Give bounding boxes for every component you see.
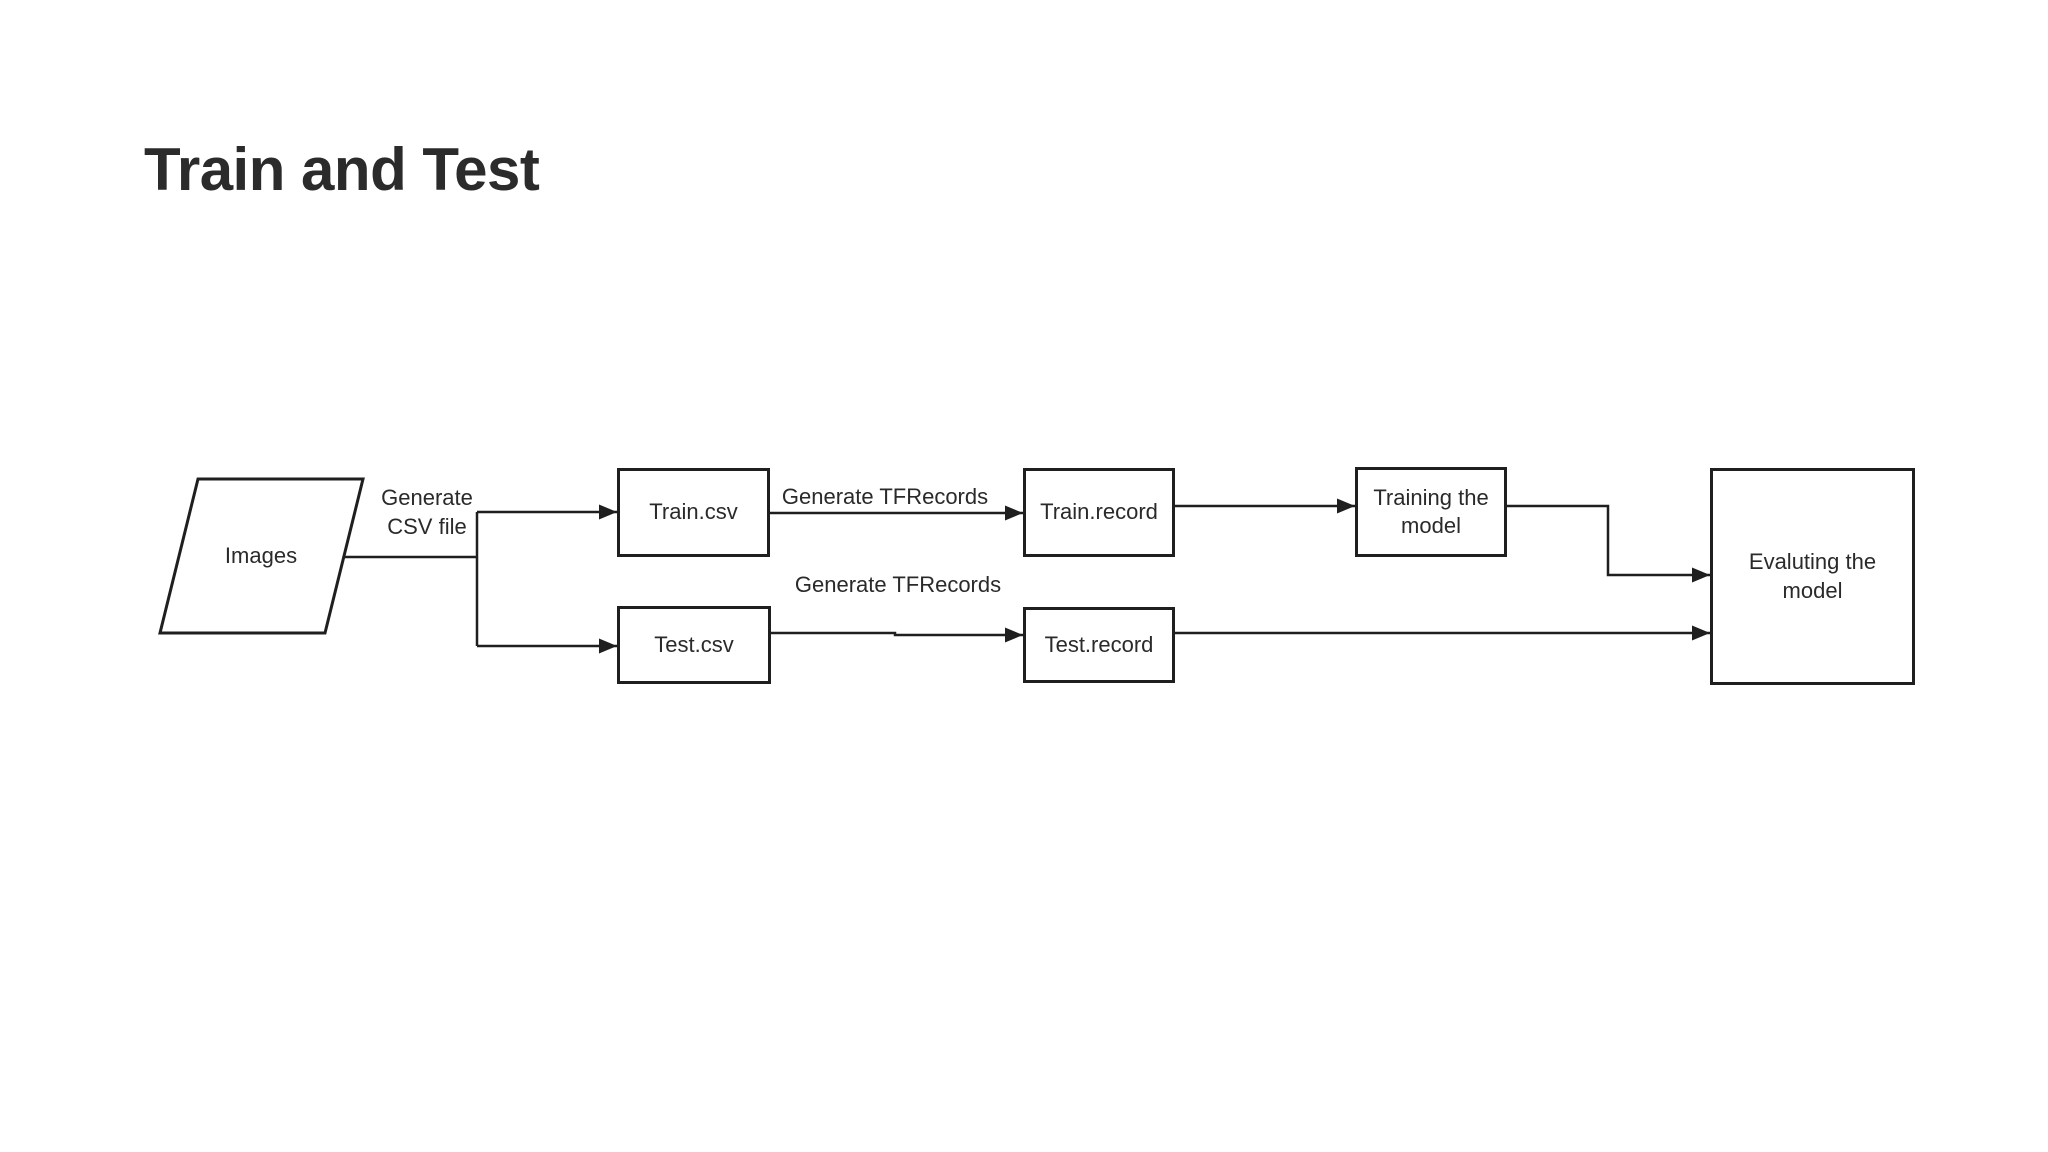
edge-label-generate-csv-file: Generate CSV file	[381, 485, 473, 539]
node-training-the-model: Training the model	[1355, 467, 1507, 557]
images-parallelogram-shape	[158, 477, 365, 635]
node-train-record: Train.record	[1023, 468, 1175, 557]
node-train-csv: Train.csv	[617, 468, 770, 557]
edge-training-to-evaluating	[1507, 504, 1710, 583]
node-images-label: Images	[224, 543, 298, 568]
node-test-record: Test.record	[1023, 607, 1175, 683]
edge-test-csv-to-test-record	[771, 627, 1023, 643]
node-test-csv: Test.csv	[617, 606, 771, 684]
edge-label-generate-tfrecords-test: Generate TFRecords	[794, 572, 1002, 597]
slide-title: Train and Test	[144, 136, 540, 203]
edge-label-generate-tfrecords-train: Generate TFRecords	[781, 484, 989, 509]
node-evaluating-the-model: Evaluting the model	[1710, 468, 1915, 685]
